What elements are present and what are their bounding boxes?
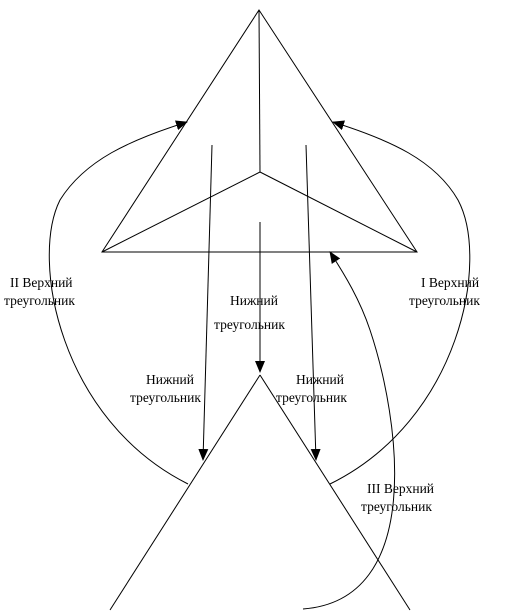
label-I-upper-line2: треугольник	[409, 293, 480, 308]
upper-pyramid-edge-top	[258, 9, 261, 173]
label-lower-right-line2: треугольник	[276, 390, 347, 405]
arrow-curve-III	[302, 251, 396, 610]
lower-triangle	[109, 374, 411, 611]
label-III-upper-line2: треугольник	[361, 499, 432, 514]
upper-pyramid-edge-right	[259, 171, 418, 253]
label-III-upper-line1: III Верхний	[367, 481, 434, 496]
arrow-curve-II	[48, 120, 189, 485]
label-lower-center-line2: треугольник	[214, 317, 285, 332]
label-II-upper-line2: треугольник	[4, 293, 75, 308]
upper-pyramid	[101, 9, 418, 253]
label-lower-center-line1: Нижний	[230, 293, 278, 308]
arrow-left-down	[198, 144, 213, 461]
arrow-right-down	[305, 144, 321, 461]
label-lower-right-line1: Нижний	[296, 372, 344, 387]
upper-pyramid-edge-left	[101, 171, 261, 253]
lower-triangle-left-side	[109, 374, 261, 611]
label-lower-left-line1: Нижний	[146, 372, 194, 387]
label-II-upper-line1: II Верхний	[10, 275, 73, 290]
arrow-curve-I	[329, 120, 471, 485]
lower-triangle-right-side	[259, 374, 411, 611]
label-I-upper-line1: I Верхний	[421, 275, 479, 290]
label-lower-left-line2: треугольник	[130, 390, 201, 405]
